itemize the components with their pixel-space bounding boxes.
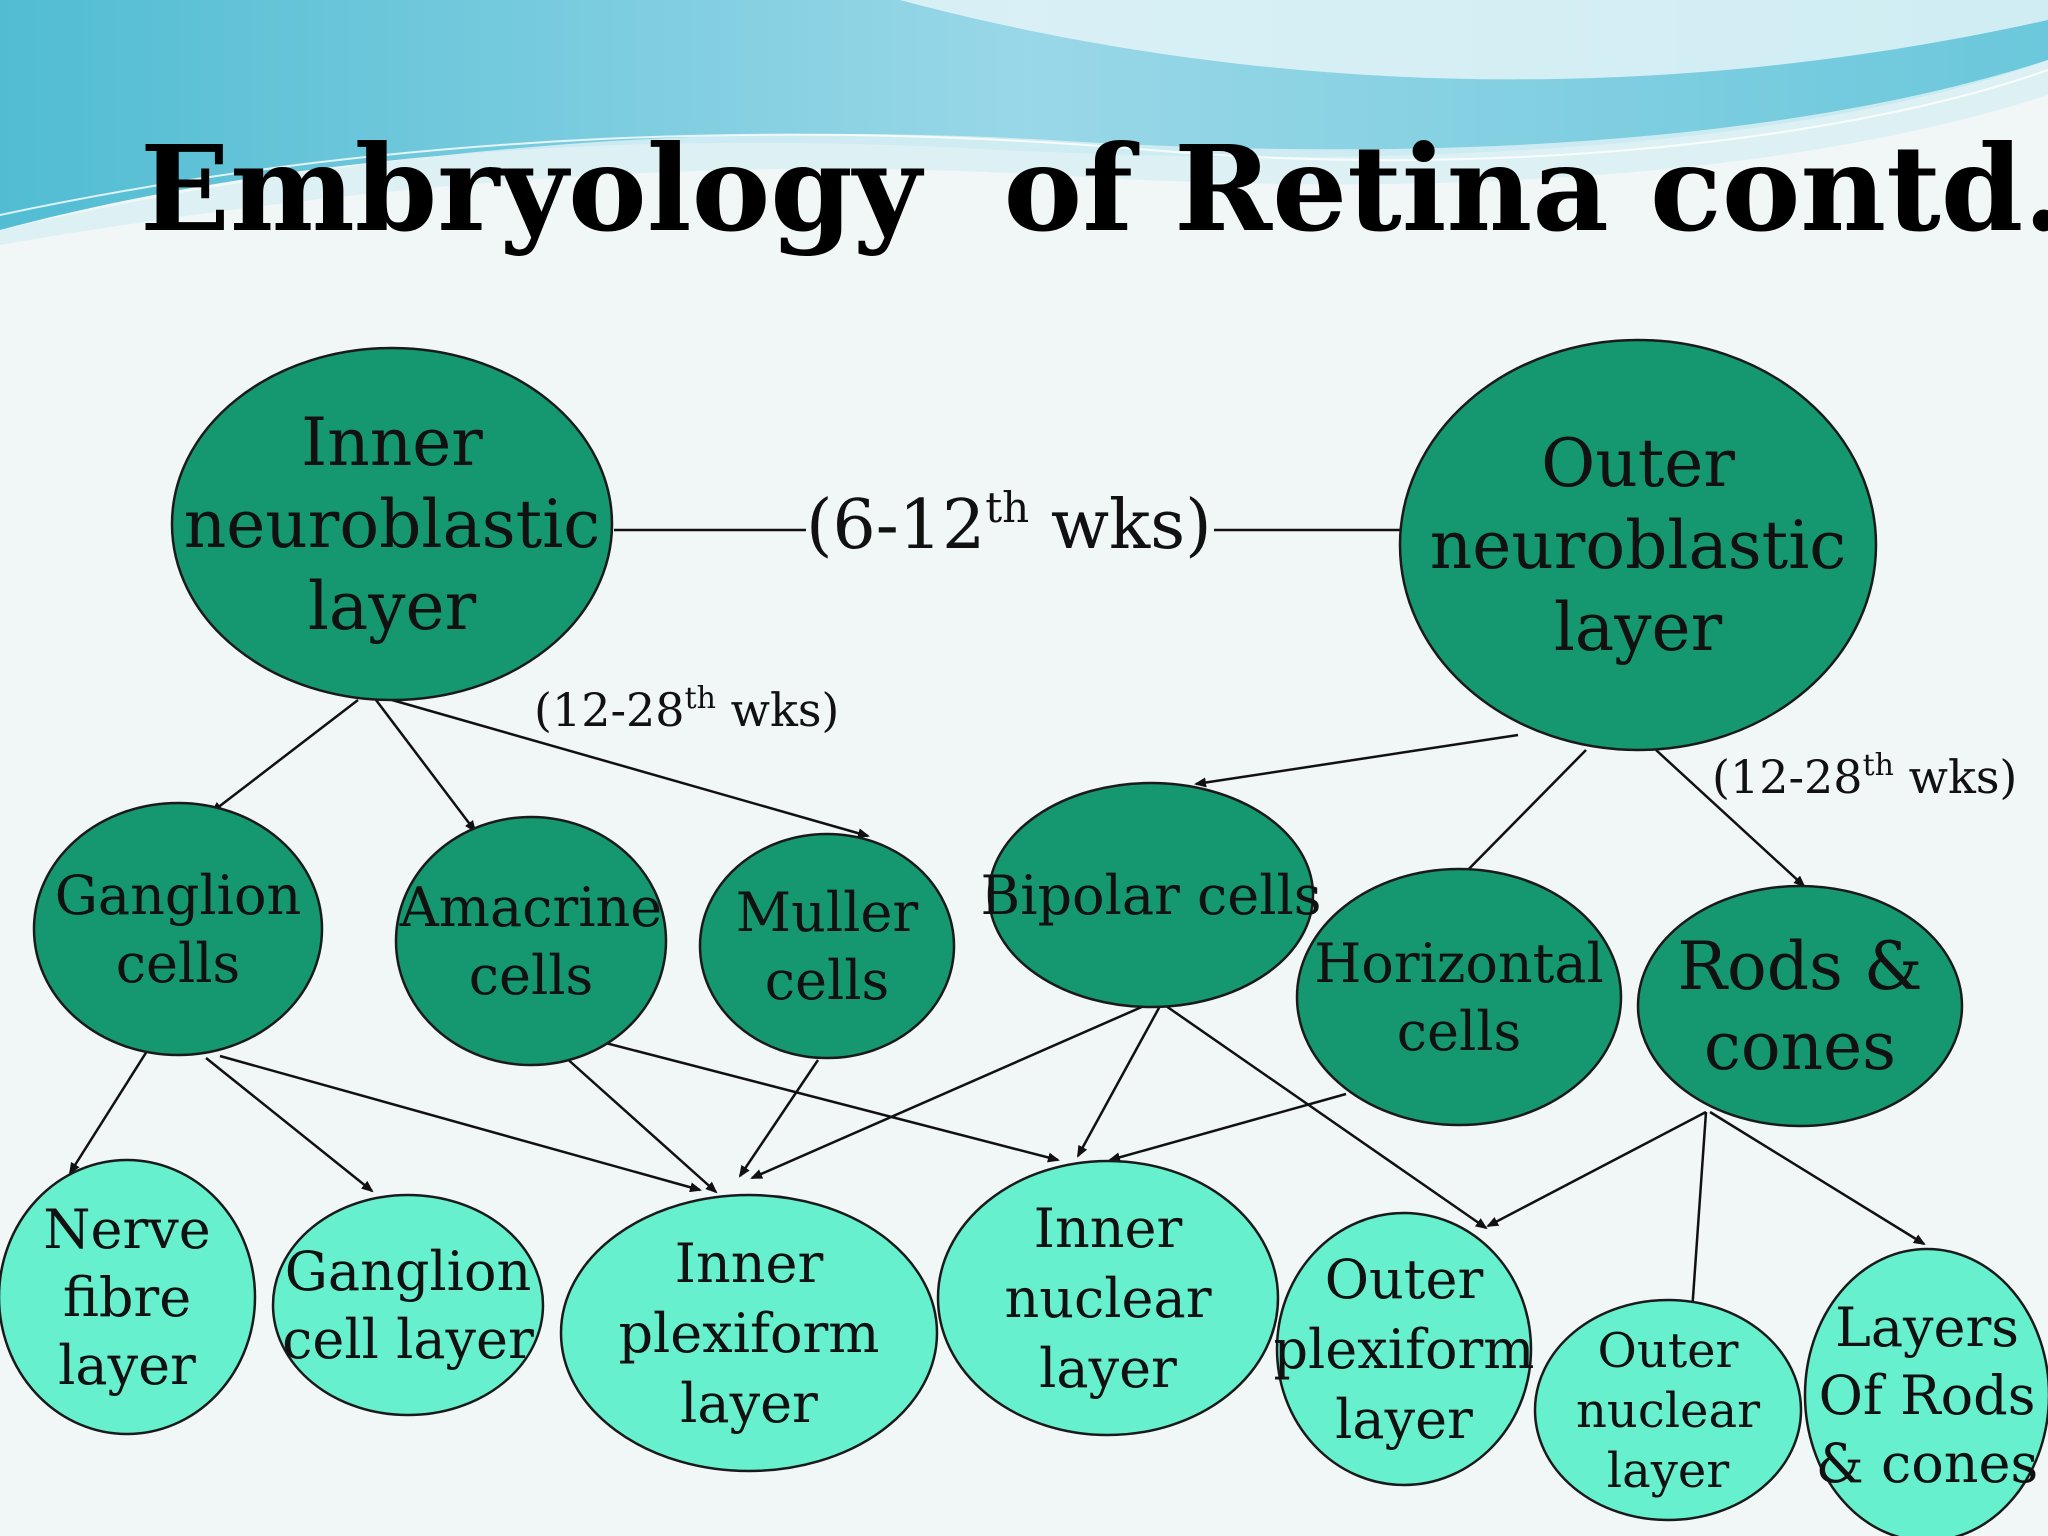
arrow-ganglion-ipl [219, 1054, 702, 1193]
node-bipolar-cells-shape [987, 781, 1315, 1009]
node-outer-plexiform-layer-shape [1275, 1211, 1533, 1487]
arrow-muller-ipl [738, 1059, 820, 1178]
node-nerve-fibre-layer-label-line: Nerve [43, 1198, 210, 1261]
node-rods-and-cones-shape [1636, 884, 1964, 1128]
node-outer-plexiform-layer: Outer plexiform layer [1273, 1211, 1535, 1487]
node-outer-plexiform-layer-label-line: layer [1335, 1388, 1473, 1451]
node-inner-neuroblastic-layer-shape [170, 346, 614, 702]
node-ganglion-cell-layer-label-line: Ganglion [285, 1240, 532, 1303]
node-ganglion-cells-label-line: Ganglion [55, 864, 302, 927]
node-rods-and-cones: Rods &cones [1636, 884, 1964, 1128]
node-outer-plexiform-layer-label-line: Outer [1325, 1248, 1484, 1311]
diagram-nodes: InnerneuroblasticlayerOuterneuroblasticl… [0, 338, 2048, 1536]
node-inner-nuclear-layer-label-line: layer [1039, 1337, 1177, 1400]
arrow-bipolar-ipl [750, 1004, 1145, 1180]
arrow-inner-muller [391, 698, 870, 839]
arrow-inner-amacrine [375, 699, 477, 833]
node-outer-nuclear-layer-label-line: layer [1607, 1443, 1729, 1499]
arrow-ganglion-nfl [68, 1039, 156, 1175]
arrow-ganglion-gcl [205, 1057, 374, 1193]
arrow-bipolar-inl [1076, 1005, 1162, 1158]
arrow-horizontal-inl [1108, 1092, 1347, 1163]
node-inner-plexiform-layer-shape [559, 1193, 939, 1473]
node-inner-nuclear-layer-label-line: Inner [1034, 1197, 1183, 1260]
node-ganglion-cell-layer-shape [271, 1193, 545, 1417]
node-outer-nuclear-layer-shape [1533, 1298, 1803, 1522]
node-outer-neuroblastic-layer-label-line: Outer [1541, 425, 1735, 502]
node-nerve-fibre-layer-shape [0, 1158, 257, 1436]
node-layers-of-rods-and-cones-label-line: & cones [1816, 1432, 2038, 1495]
arrow-amacrine-inl [593, 1038, 1060, 1163]
timing-label-outer-branch: (12-28th wks) [1712, 748, 2017, 804]
node-amacrine-cells-label-line: cells [469, 944, 593, 1007]
node-inner-plexiform-layer: Inner plexiform layer [559, 1193, 939, 1473]
connectors [68, 528, 1926, 1314]
arrow-outer-bipolar [1194, 733, 1519, 788]
node-layers-of-rods-and-cones-label-line: Layers [1835, 1296, 2019, 1359]
node-outer-nuclear-layer-label-line: Outer [1598, 1323, 1739, 1379]
node-muller-cells-label-line: Muller [736, 881, 919, 944]
node-ganglion-cell-layer-label-line: cell layer [282, 1308, 534, 1371]
node-layers-of-rods-and-cones-label-line: Of Rods [1819, 1364, 2036, 1427]
node-inner-nuclear-layer-shape [936, 1159, 1280, 1437]
header-wave-decoration [0, 0, 2048, 245]
node-inner-neuroblastic-layer-label-line: Inner [301, 404, 483, 481]
node-inner-plexiform-layer-label-line: layer [680, 1372, 818, 1435]
node-outer-neuroblastic-layer-label-line: layer [1554, 589, 1723, 666]
timing-label-main: (6-12th wks) [806, 483, 1212, 565]
arrow-rods-onl [1687, 1111, 1708, 1314]
node-outer-nuclear-layer-label-line: nuclear [1576, 1383, 1760, 1439]
arrow-outer-horizontal [1454, 749, 1587, 884]
arrow-rods-opl [1486, 1110, 1707, 1228]
node-inner-plexiform-layer-label-line: Inner [675, 1232, 824, 1295]
slide-title: Embryology of Retina contd.. [140, 119, 2048, 258]
arrow-inner-ganglion [210, 699, 359, 814]
node-rods-and-cones-label-line: cones [1704, 1008, 1896, 1085]
node-outer-neuroblastic-layer-shape [1398, 338, 1878, 752]
node-bipolar-cells-label-line: Bipolar cells [981, 864, 1322, 927]
node-inner-nuclear-layer: Inner nuclear layer [936, 1159, 1280, 1437]
node-inner-nuclear-layer-label-line: nuclear [1004, 1267, 1211, 1330]
node-nerve-fibre-layer-label-line: fibre [63, 1266, 191, 1329]
timing-label-inner-branch: (12-28th wks) [534, 681, 839, 737]
node-nerve-fibre-layer-label-line: layer [58, 1334, 196, 1397]
node-ganglion-cells-label-line: cells [116, 932, 240, 995]
node-amacrine-cells-shape [394, 815, 668, 1067]
arrow-rods-rc [1709, 1110, 1926, 1246]
node-ganglion-cells-shape [32, 801, 324, 1057]
node-inner-plexiform-layer-label-line: plexiform [618, 1302, 879, 1365]
node-horizontal-cells-shape [1295, 867, 1623, 1127]
node-outer-plexiform-layer-label-line: plexiform [1273, 1318, 1534, 1381]
arrow-outer-rods [1655, 749, 1806, 888]
node-inner-neuroblastic-layer-label-line: layer [308, 568, 477, 645]
node-layers-of-rods-and-cones-shape [1803, 1247, 2048, 1536]
node-inner-neuroblastic-layer-label-line: neuroblastic [184, 486, 601, 563]
node-amacrine-cells-label-line: Amacrine [399, 876, 662, 939]
node-horizontal-cells-label-line: cells [1397, 1000, 1521, 1063]
node-muller-cells-shape [698, 832, 956, 1060]
node-muller-cells-label-line: cells [765, 949, 889, 1012]
node-outer-neuroblastic-layer-label-line: neuroblastic [1430, 507, 1847, 584]
node-bipolar-cells: Bipolar cells [981, 781, 1322, 1009]
arrow-bipolar-opl [1165, 1004, 1488, 1230]
node-horizontal-cells-label-line: Horizontal [1314, 932, 1604, 995]
arrow-amacrine-ipl [563, 1055, 718, 1194]
node-rods-and-cones-label-line: Rods & [1677, 928, 1922, 1005]
